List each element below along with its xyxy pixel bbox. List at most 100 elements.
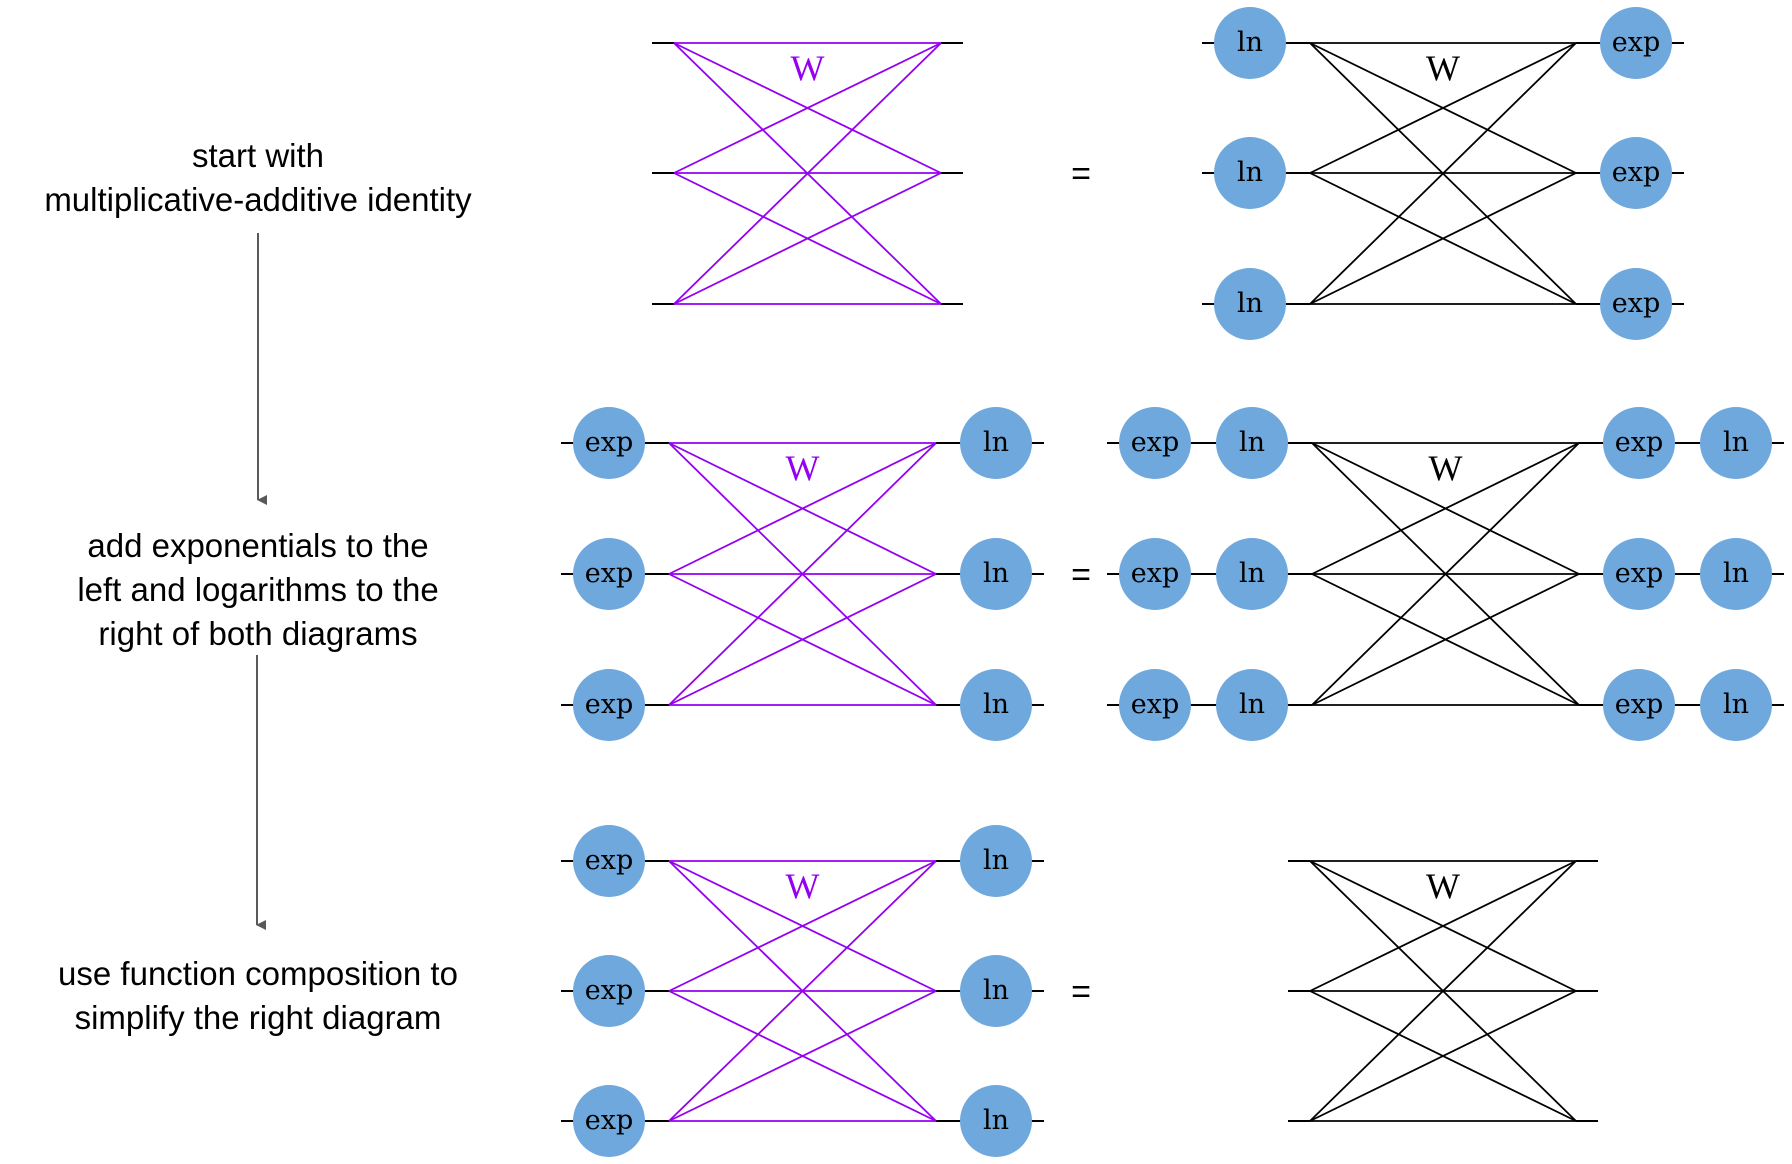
exp-node: exp [1603,407,1675,479]
exp-node: exp [573,955,645,1027]
node-label: ln [983,1105,1009,1136]
weight-edge [1309,860,1577,992]
exp-node: exp [573,1085,645,1157]
ln-node: ln [1214,137,1286,209]
node-circle [1700,669,1772,741]
exp-node: exp [1600,137,1672,209]
exp-node: exp [1119,669,1191,741]
weight-edge [1311,573,1580,706]
node-label: ln [983,689,1009,720]
ln-node: ln [1700,407,1772,479]
weight-edge [1309,172,1577,305]
weight-network-right-row1: W [1309,42,1577,305]
node-circle [960,538,1032,610]
weight-edge [673,42,942,305]
step-caption-2: add exponentials to the left and logarit… [0,524,516,656]
node-circle [1119,407,1191,479]
node-label: ln [1237,157,1263,188]
exp-node: exp [1119,407,1191,479]
node-circle [960,669,1032,741]
node-label: exp [1615,689,1664,720]
node-circle [573,1085,645,1157]
weight-network-left-row3: W [668,860,937,1122]
node-label: exp [1131,558,1180,589]
node-label: exp [1131,427,1180,458]
node-label: ln [983,845,1009,876]
node-circle [573,955,645,1027]
weight-label: W [791,48,825,88]
node-circle [1214,268,1286,340]
weight-edge [673,172,942,305]
ln-node: ln [1214,7,1286,79]
weight-label: W [1426,866,1460,906]
node-circle [1216,669,1288,741]
node-label: exp [1612,157,1661,188]
ln-node: ln [1214,268,1286,340]
ln-node: ln [960,955,1032,1027]
node-label: exp [1615,427,1664,458]
weight-edge [1309,860,1577,1122]
diagram-left-row3: exp ln exp ln exp ln W [561,825,1044,1157]
equals-sign: = [1071,556,1091,594]
node-circle [573,407,645,479]
weight-edge [1309,990,1577,1122]
node-label: ln [1723,558,1749,589]
ln-node: ln [1700,669,1772,741]
node-circle [1119,538,1191,610]
node-label: ln [1239,689,1265,720]
equals-sign: = [1071,973,1091,1011]
weight-edge [668,860,937,992]
ln-node: ln [1216,538,1288,610]
node-label: ln [1239,558,1265,589]
node-label: exp [585,975,634,1006]
exp-node: exp [1600,268,1672,340]
node-label: ln [1237,27,1263,58]
ln-node: ln [960,1085,1032,1157]
ln-node: ln [1216,669,1288,741]
exp-node: exp [573,825,645,897]
weight-edge [668,442,937,575]
step-caption-1: start with multiplicative-additive ident… [0,134,516,222]
node-circle [1119,669,1191,741]
weight-edge [1309,42,1577,174]
node-circle [960,825,1032,897]
node-circle [573,825,645,897]
ln-node: ln [960,669,1032,741]
exp-node: exp [573,669,645,741]
weight-network-left-row2: W [668,442,937,706]
weight-edge [1311,442,1580,706]
node-label: ln [1723,689,1749,720]
caption-line: start with [191,137,325,174]
node-label: exp [585,558,634,589]
node-label: ln [1239,427,1265,458]
node-label: ln [1237,288,1263,319]
weight-edge [668,573,937,706]
weight-edge [668,442,937,706]
node-label: exp [1612,288,1661,319]
node-circle [1603,538,1675,610]
node-label: ln [983,558,1009,589]
caption-line: add exponentials to the [87,527,429,564]
exp-node: exp [1603,669,1675,741]
ln-node: ln [1216,407,1288,479]
node-circle [960,955,1032,1027]
weight-label: W [786,448,820,488]
node-circle [573,669,645,741]
caption-line: simplify the right diagram [74,999,442,1036]
weight-network-right-row2: W [1311,442,1580,706]
weight-network-left-row1: W [673,42,942,305]
weight-edge [668,990,937,1122]
weight-label: W [1426,48,1460,88]
node-circle [1214,137,1286,209]
caption-line: use function composition to [58,955,458,992]
weight-network-right-row3: W [1309,860,1577,1122]
node-circle [960,407,1032,479]
step-caption-3: use function composition to simplify the… [0,952,516,1040]
node-label: exp [1615,558,1664,589]
diagram-right-row2: exp ln exp ln exp ln exp ln exp ln exp ln W [1107,407,1784,741]
diagram-left-row1: W [652,42,963,305]
node-circle [1216,407,1288,479]
node-circle [1600,137,1672,209]
